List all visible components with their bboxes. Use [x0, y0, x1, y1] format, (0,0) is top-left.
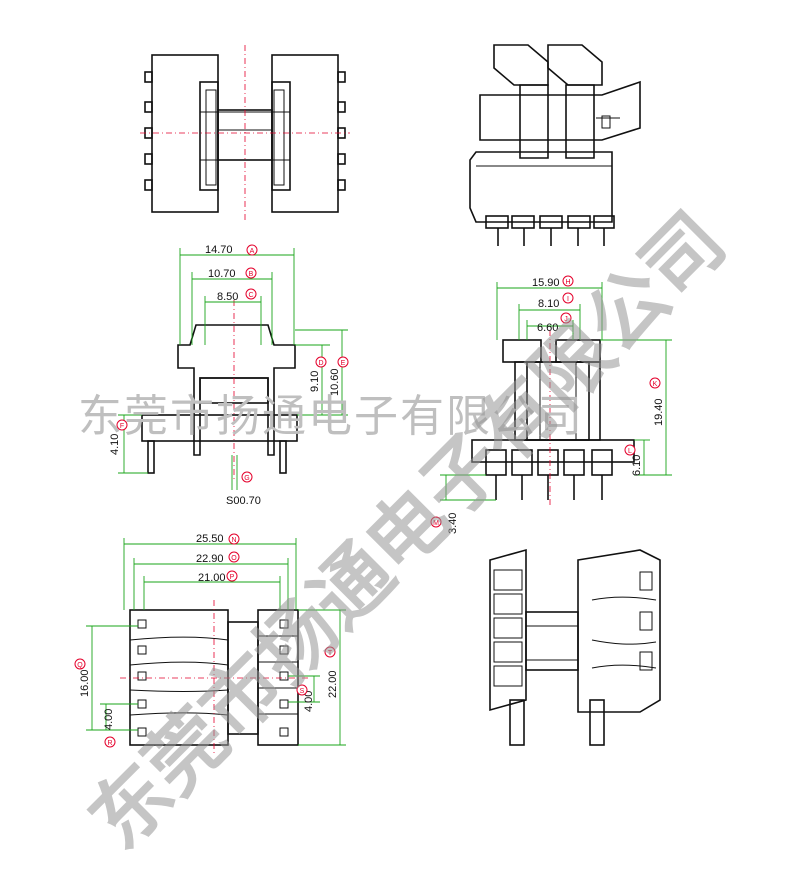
marker-k: K	[653, 381, 658, 388]
dim-10-60: 10.60	[329, 368, 341, 396]
marker-f: F	[120, 423, 124, 430]
dim-3-40: 3.40	[447, 513, 459, 534]
dim-15-90: 15.90	[532, 277, 560, 289]
dim-22-00: 22.00	[327, 670, 339, 698]
marker-n: N	[231, 537, 236, 544]
dim-14-70: 14.70	[205, 244, 233, 256]
marker-c: C	[248, 292, 253, 299]
marker-g: G	[244, 475, 249, 482]
dim-22-90: 22.90	[196, 553, 224, 565]
dim-16-00: 16.00	[79, 669, 91, 697]
marker-e: E	[341, 360, 346, 367]
dim-21-00: 21.00	[198, 572, 226, 584]
dim-4-00-left: 4.00	[103, 709, 115, 730]
marker-i: I	[567, 296, 569, 303]
marker-a: A	[250, 248, 255, 255]
marker-t: T	[328, 650, 333, 657]
marker-o: O	[231, 555, 237, 562]
dim-4-10: 4.10	[109, 434, 121, 455]
dim-6-10: 6.10	[631, 455, 643, 476]
marker-b: B	[249, 271, 254, 278]
marker-p: P	[230, 574, 235, 581]
marker-l: L	[628, 448, 632, 455]
watermark-company-line: 东莞市扬通电子有限公司	[78, 392, 584, 441]
dim-8-50: 8.50	[217, 291, 238, 303]
front-view: 15.90 H 8.10 I 6.60 J 19.40 K 6.10 L	[430, 275, 672, 534]
dim-s00-70: S00.70	[226, 495, 261, 507]
top-view	[140, 45, 350, 222]
dim-4-00-right: 4.00	[303, 691, 315, 712]
bobbin-drawing: 14.70 A 10.70 B 8.50 C 9.10 D 10.60 E 4.…	[74, 44, 672, 755]
side-view: 14.70 A 10.70 B 8.50 C 9.10 D 10.60 E 4.…	[109, 244, 349, 507]
dim-8-10: 8.10	[538, 298, 559, 310]
dim-6-60: 6.60	[537, 322, 558, 334]
marker-h: H	[565, 279, 570, 286]
isometric-bottom-view	[489, 548, 661, 746]
dim-25-50: 25.50	[196, 533, 224, 545]
marker-j: J	[564, 316, 568, 323]
marker-s: S	[300, 688, 305, 695]
marker-r: R	[107, 740, 112, 747]
marker-q: Q	[77, 662, 83, 669]
bottom-view: 25.50 N 22.90 O 21.00 P 16.00 Q 4.00 R	[74, 533, 346, 755]
marker-m: M	[433, 520, 439, 527]
dim-10-70: 10.70	[208, 268, 236, 280]
marker-d: D	[318, 360, 323, 367]
dim-9-10: 9.10	[309, 371, 321, 392]
dim-19-40: 19.40	[653, 398, 665, 426]
isometric-top-view	[469, 44, 641, 246]
